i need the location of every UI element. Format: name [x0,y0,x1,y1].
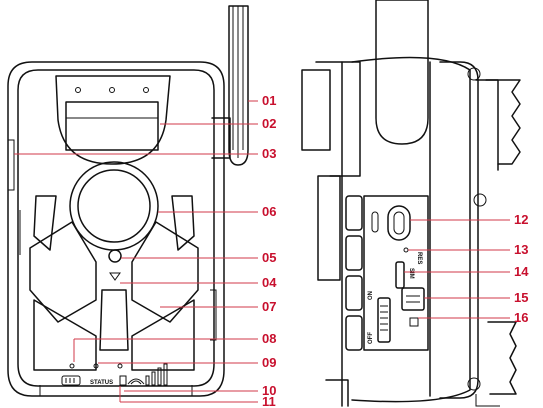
camera-body [7,61,225,397]
lower-bracket [487,321,517,395]
top-window [55,75,171,165]
reset-hole [403,247,409,253]
callout-14: 14 [514,264,529,279]
callout-05: 05 [262,250,276,265]
light-sensor-icon [109,272,121,281]
callout-13: 13 [514,242,528,257]
status-panel: STATUS [61,363,168,386]
callout-12: 12 [514,212,528,227]
side-buttons [345,195,363,351]
usb-c-port [387,205,411,241]
callout-04: 04 [262,275,277,290]
side-leaders [404,219,510,319]
mounting-bracket [485,79,521,165]
signal-icon [127,378,145,385]
callout-16: 16 [514,310,528,325]
front-facets [29,195,199,371]
sd-card-slot [401,287,425,311]
callout-10: 10 [262,383,276,398]
reset-label: RES [416,252,422,264]
side-view: RES SIM ON OFF 12 13 [301,0,529,407]
callout-08: 08 [262,331,276,346]
callout-09: 09 [262,355,276,370]
status-label: STATUS [90,380,113,386]
port-panel: RES SIM ON OFF [363,195,429,351]
power-switch [377,297,391,343]
battery-icon [61,375,81,386]
sim-status-icon [119,375,127,386]
callout-11: 11 [262,394,276,408]
side-housing [301,56,499,407]
switch-off-label: OFF [368,332,374,344]
sd-icon [409,317,419,327]
callout-02: 02 [262,116,276,131]
pir-sensor [108,249,122,263]
front-leaders [14,100,258,403]
antenna [211,5,249,166]
callout-15: 15 [514,290,528,305]
callout-01: 01 [262,93,276,108]
sim-label: SIM [408,268,414,279]
callout-07: 07 [262,299,276,314]
camera-lens [69,161,159,251]
front-view: STATUS 01 02 03 [7,5,277,408]
callout-03: 03 [262,146,276,161]
sim-slot [395,261,405,289]
side-callouts: 12 13 14 15 16 [514,212,529,325]
front-callouts: 01 02 03 06 05 04 07 08 09 10 11 [262,93,277,408]
callout-06: 06 [262,204,276,219]
antenna-base [375,0,429,145]
switch-on-label: ON [368,291,374,300]
